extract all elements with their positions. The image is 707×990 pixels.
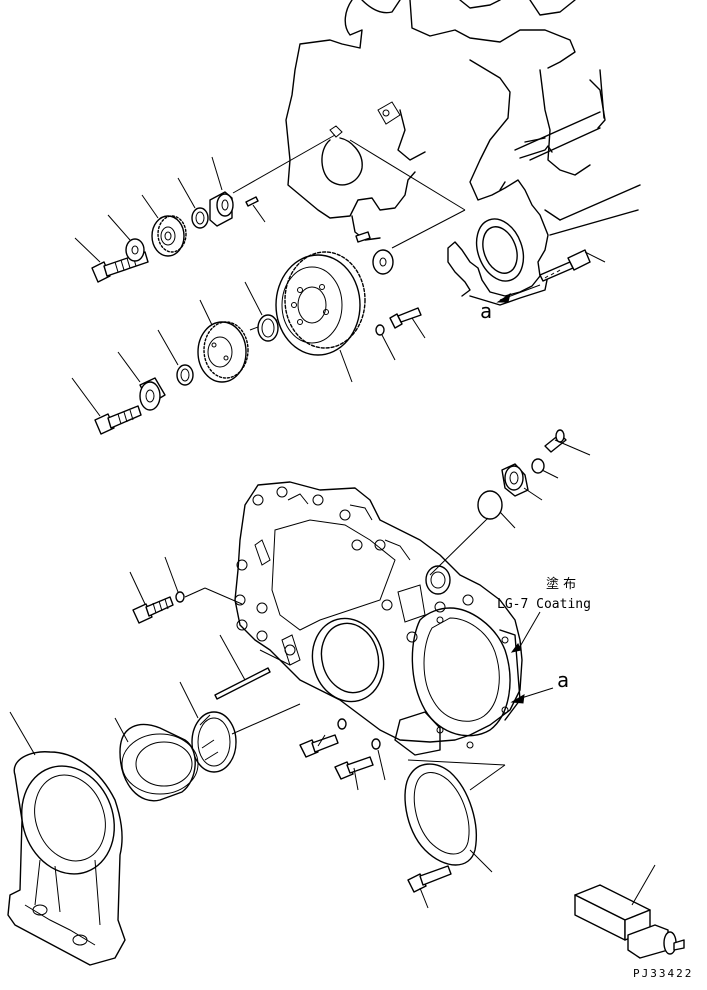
block-bolt [539, 249, 591, 282]
thrust-washer [107, 214, 145, 262]
seal-holder-bracket [7, 711, 126, 966]
idler-gear-small [141, 194, 187, 257]
special-tool [574, 864, 685, 959]
cover-o-ring [429, 490, 516, 576]
ref-mark-bottom: a [557, 668, 569, 692]
gasket-bolt [407, 865, 452, 909]
crank-gear-bolt [71, 377, 142, 435]
drawing-code: PJ33422 [633, 967, 693, 980]
wear-sleeve [114, 717, 199, 802]
long-dowel-pin [214, 634, 271, 700]
ref-mark-top: a [480, 299, 492, 323]
plug-bolt [544, 429, 591, 456]
coating-leader [510, 611, 541, 653]
dowel-pin [245, 196, 266, 223]
coating-en-label: LG-7 Coating [497, 597, 591, 612]
camshaft-gear [275, 251, 366, 383]
coating-jp-label: 塗 布 [546, 576, 576, 592]
idler-shaft [209, 156, 234, 227]
small-ring [157, 329, 194, 386]
dowel-pin-2 [355, 231, 371, 243]
block-washer [372, 249, 394, 275]
front-cover-bolt [129, 556, 243, 624]
crank-pulley-hub [117, 351, 166, 411]
cover-plug [501, 463, 543, 501]
engine-block [285, 0, 641, 306]
front-oil-seal [179, 681, 301, 773]
camshaft-gear-bolt [375, 307, 426, 361]
front-cover [234, 481, 523, 756]
ref-arrow-top [496, 284, 541, 303]
spacer-ring [244, 281, 279, 342]
cover-gasket [404, 759, 506, 873]
cover-lower-bolts [299, 718, 386, 791]
plug-washer [531, 458, 559, 479]
crankshaft-gear [197, 299, 249, 383]
idler-bushing [177, 177, 209, 229]
ref-arrow-bottom [510, 687, 554, 704]
